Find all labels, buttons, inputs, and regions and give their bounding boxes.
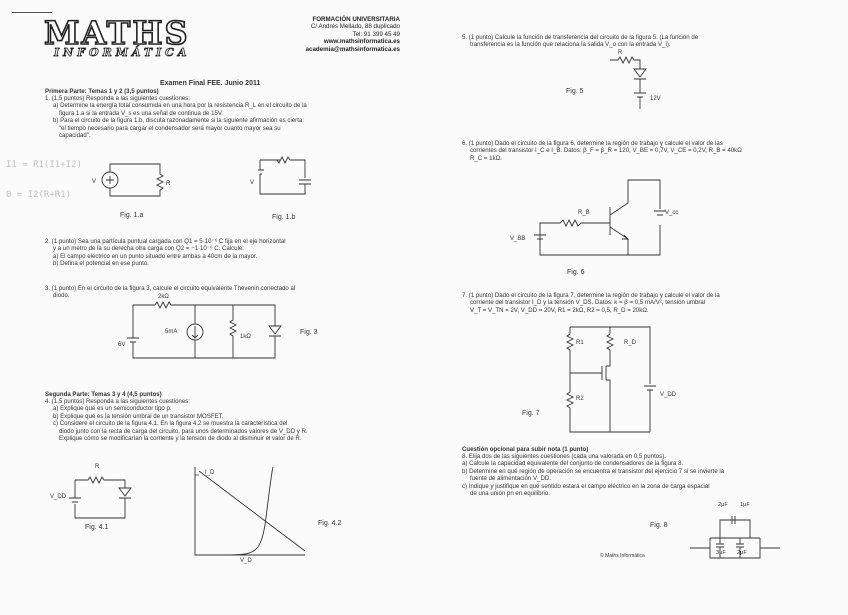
fig6-label: V_cc: [665, 210, 679, 216]
question-8: 8. Elija dos de las siguientes cuestione…: [462, 453, 724, 497]
header-line: FORMACIÓN UNIVERSITARIA: [312, 16, 400, 23]
figure-7-circuit: [565, 326, 656, 433]
q-line: 8. Elija dos de las siguientes cuestione…: [462, 453, 666, 460]
q-line: corriente del transistor I_D y la tensió…: [470, 299, 706, 307]
q-line: diodo.: [53, 292, 70, 300]
q-line: a) Calcule la capacidad equivalente del …: [462, 460, 684, 468]
figure-caption: Fig. 1.a: [120, 212, 144, 219]
fig3-label: 2kΩ: [158, 294, 169, 300]
figure-6-circuit: [534, 179, 666, 256]
fig8-label: 1μF: [740, 502, 750, 508]
figure-4-2-graph: [194, 466, 306, 556]
figure-caption: Fig. 1.b: [272, 214, 296, 221]
exam-title: Examen Final FEE. Junio 2011: [160, 80, 261, 87]
question-3: 3. (1 punto) En el circuito de la figura…: [45, 285, 295, 300]
fig7-label: V_DD: [660, 392, 677, 398]
part2-title: Segunda Parte: Temas 3 y 4 (4,5 puntos): [45, 391, 162, 398]
fig3-label: 5mA: [165, 329, 178, 335]
optional-title: Cuestión opcional para subir nota (1 pun…: [462, 446, 589, 453]
q-line: a) Explique qué es un semiconductor tipo…: [53, 405, 172, 413]
question-4: 4. (1,5 puntos) Responda a las siguiente…: [45, 398, 308, 442]
q-line: de una unión pn en equilibrio.: [470, 490, 550, 498]
figure-1a-circuit: V R: [92, 163, 171, 197]
part1-title: Primera Parte: Temas 1 y 2 (3,5 puntos): [45, 88, 159, 95]
figure-caption: Fig. 3: [300, 329, 318, 336]
fig4-label: V_DD: [50, 494, 67, 500]
figure-3-circuit: [127, 300, 282, 359]
header-line: academia@mathsinformatica.es: [305, 45, 400, 53]
fig7-label: R1: [576, 340, 584, 346]
q-line: 3. (1 punto) En el circuito de la figura…: [45, 285, 296, 292]
svg-text:V: V: [250, 180, 254, 186]
q-line: b) Explique qué es la tensión umbral de …: [53, 412, 224, 420]
figure-caption: Fig. 6: [567, 269, 585, 276]
q-line: c) Considere el circuito de la figura 4.…: [53, 420, 288, 428]
q-line: transferencia es la función que relacion…: [470, 41, 671, 49]
q-line: corrientes del transistor I_C e I_B. Dat…: [470, 147, 742, 155]
page-footer: © Maths Informática: [600, 553, 645, 559]
fig3-label: 1kΩ: [240, 334, 251, 340]
handwritten-note: 0 = I2(R+R1): [6, 190, 72, 200]
q-line: diodo junto con la recta de carga del ci…: [59, 427, 308, 435]
q-line: y a un metro de la su derecha otra carga…: [53, 245, 245, 253]
svg-text:V: V: [92, 179, 96, 185]
question-7: 7. (1 punto) Dado el circuito de la figu…: [462, 292, 720, 314]
fig5-label: R: [618, 50, 623, 56]
q-line: 5. (1 punto) Calcule la función de trans…: [462, 34, 699, 41]
figure-caption: Fig. 4.1: [85, 524, 109, 531]
q-line: 6. (1 punto) Dado el circuito de la figu…: [462, 140, 723, 147]
fig4-label: I_D: [205, 470, 215, 476]
fig8-label: 2μF: [737, 550, 747, 556]
figure-1b-circuit: V: [250, 155, 311, 195]
q-line: b) Para el circuito de la figura 1.b, di…: [53, 117, 304, 125]
handwritten-note: I1 = R1(I1+I2): [6, 160, 82, 170]
question-1: 1. (1,5 puntos) Responda a las siguiente…: [45, 95, 307, 139]
q-line: "el tiempo necesario para cargar el cond…: [59, 124, 281, 132]
svg-text:R: R: [166, 181, 171, 187]
q-line: b) Defina el potencial en ese punto.: [53, 260, 149, 268]
logo-sub: INFORMÁTICA: [54, 46, 191, 60]
figure-caption: Fig. 7: [522, 410, 540, 417]
question-6: 6. (1 punto) Dado el circuito de la figu…: [462, 140, 742, 162]
fig7-label: R_D: [624, 340, 637, 346]
logo-stroke: [12, 12, 52, 13]
fig8-label: 2μF: [718, 502, 728, 508]
fig6-label: R_B: [578, 210, 590, 216]
q-line: a) Determine la energía total consumida …: [53, 102, 307, 110]
q-line: 2. (1 punto) Sea una partícula puntual c…: [45, 238, 286, 245]
fig7-label: R2: [576, 396, 584, 402]
q-line: c) Indique y justifique en qué sentido e…: [462, 482, 710, 490]
fig6-label: V_BB: [510, 236, 526, 242]
fig3-label: 6V: [118, 342, 126, 348]
fig4-label: V_D: [240, 558, 252, 564]
q-line: b) Determine en qué región de operación …: [462, 467, 725, 475]
figure-4-1-circuit: [69, 475, 132, 519]
header-line: www.mathsinformatica.es: [323, 38, 400, 46]
header-line: C/ Andrés Mellado, 88 duplicado: [310, 23, 400, 31]
logo-main: MATHS: [43, 13, 190, 53]
academy-header: FORMACIÓN UNIVERSITARIA C/ Andrés Mellad…: [240, 16, 400, 53]
q-line: a) El campo eléctrico en un punto situad…: [53, 252, 258, 260]
figure-caption: Fig. 5: [566, 88, 584, 95]
q-line: capacidad".: [59, 132, 91, 140]
q-line: Explique cómo se modificarían la corrien…: [59, 435, 302, 443]
fig5-label: 12V: [650, 96, 661, 102]
header-line: Tel: 91 399 45 49: [352, 30, 400, 38]
question-5: 5. (1 punto) Calcule la función de trans…: [462, 34, 698, 49]
figure-5-circuit: [610, 55, 647, 109]
q-line: 4. (1,5 puntos) Responda a las siguiente…: [45, 398, 190, 405]
q-line: figura 1.a si la entrada V_s es una seña…: [59, 109, 224, 117]
question-2: 2. (1 punto) Sea una partícula puntual c…: [45, 238, 286, 268]
figure-caption: Fig. 4.2: [318, 520, 342, 527]
figure-8-circuit: [690, 516, 780, 559]
q-line: V_T = V_TN = 2V, V_DD = 20V, R1 = 2kΩ, R…: [470, 306, 649, 314]
q-line: 7. (1 punto) Dado el circuito de la figu…: [462, 292, 720, 299]
fig8-label: 3μF: [716, 550, 726, 556]
fig4-label: R: [95, 464, 100, 470]
q-line: 1. (1,5 puntos) Responda a las siguiente…: [45, 95, 190, 102]
q-line: fuente de alimentación V_DD.: [470, 475, 551, 483]
figure-caption: Fig. 8: [650, 522, 668, 529]
q-line: R_C = 1kΩ.: [470, 154, 502, 162]
